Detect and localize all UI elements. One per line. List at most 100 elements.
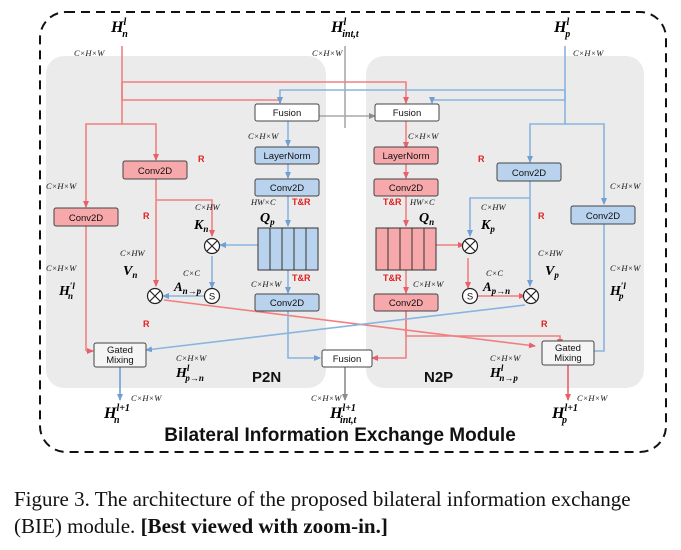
softmax-icon-left (203, 287, 221, 305)
module-frame (39, 11, 667, 453)
p2n-label: P2N (252, 369, 281, 386)
qp-label: Qp (260, 211, 275, 227)
conv2d-box-hn (53, 207, 119, 227)
dim-conv-out-left: C×H×W (251, 279, 282, 289)
conv2d-label-kp: Conv2D (512, 168, 546, 179)
tr-marker-1: T&R (292, 197, 311, 207)
fusion-box-right (374, 103, 440, 122)
gated-label-left-1: Gated (107, 345, 133, 356)
layernorm-label-n: LayerNorm (383, 151, 430, 162)
fusion-box-left (254, 103, 320, 122)
dim-hn-top: C×H×W (74, 48, 105, 58)
conv2d-box-qp (254, 178, 320, 197)
dim-hpn: C×H×W (176, 353, 207, 363)
bie-diagram: Fusion Fusion LayerNorm LayerNorm Conv2D… (39, 11, 667, 453)
gated-mixing-left (93, 342, 147, 368)
dim-right-conv-input: C×H×W (610, 181, 641, 191)
caption-bold: [Best viewed with zoom-in.] (140, 514, 388, 538)
fusion-label-right: Fusion (393, 108, 422, 119)
r-marker-1: R (198, 154, 205, 164)
dim-hint-top: C×H×W (312, 48, 343, 58)
dim-conv-out-right: C×H×W (413, 279, 444, 289)
conv2d-label-hp: Conv2D (586, 211, 620, 222)
conv2d-label-p-out: Conv2D (270, 298, 304, 309)
n2p-label: N2P (424, 369, 453, 386)
dim-left-conv-input: C×H×W (46, 181, 77, 191)
dim-qp: HW×C (250, 197, 276, 207)
softmax-label-right: S (467, 292, 473, 303)
gated-label-left-2: Mixing (106, 355, 133, 366)
gated-mixing-right (541, 340, 595, 366)
dim-hnp: C×H×W (490, 353, 521, 363)
dim-out-n: C×H×W (131, 393, 162, 403)
qp-token-stack (257, 227, 319, 271)
dim-out-p: C×H×W (577, 393, 608, 403)
dim-fusion-right: C×H×W (408, 131, 439, 141)
kp-label: Kp (480, 218, 495, 234)
conv2d-label-hn: Conv2D (69, 213, 103, 224)
dim-kn: C×HW (195, 202, 221, 212)
r-marker-6: R (541, 319, 548, 329)
gated-label-right-1: Gated (555, 343, 581, 354)
dim-kp: C×HW (481, 202, 507, 212)
vp-label: Vp (545, 264, 559, 280)
dim-out-int: C×H×W (311, 393, 342, 403)
kn-label: Kn (193, 218, 208, 234)
conv2d-label-n-out: Conv2D (389, 298, 423, 309)
qn-token-stack (375, 227, 437, 271)
r-marker-4: R (478, 154, 485, 164)
conv2d-label-qp: Conv2D (270, 183, 304, 194)
tr-marker-3: T&R (292, 273, 311, 283)
r-marker-3: R (143, 319, 150, 329)
operators (146, 237, 540, 305)
dim-hp-top: C×H×W (573, 48, 604, 58)
dim-vn: C×HW (120, 248, 146, 258)
dim-cc-left: C×C (183, 268, 200, 278)
softmax-icon-right (461, 287, 479, 305)
figure-caption: Figure 3. The architecture of the propos… (14, 486, 669, 540)
module-title: Bilateral Information Exchange Module (164, 425, 516, 446)
anp-label: An→p (173, 279, 202, 296)
layernorm-box-n (373, 146, 439, 165)
softmax-label-left: S (209, 292, 215, 303)
dim-fusion-left: C×H×W (248, 131, 279, 141)
dim-vp: C×HW (538, 248, 564, 258)
conv2d-box-qn (373, 178, 439, 197)
fusion-label-center: Fusion (333, 354, 362, 365)
dim-hp-prime: C×H×W (610, 263, 641, 273)
apn-label: Ap→n (482, 279, 510, 296)
caption-text: Figure 3. The architecture of the propos… (14, 487, 631, 538)
qn-label: Qn (419, 211, 434, 227)
dim-cc-right: C×C (486, 268, 503, 278)
tr-marker-4: T&R (383, 273, 402, 283)
vn-label: Vn (123, 264, 137, 280)
conv2d-box-p-out (254, 293, 320, 312)
r-marker-2: R (143, 211, 150, 221)
tr-marker-2: T&R (383, 197, 402, 207)
conv2d-box-kp (496, 162, 562, 182)
conv2d-box-n-out (373, 293, 439, 312)
dim-hn-prime: C×H×W (46, 263, 77, 273)
dim-qn: HW×C (409, 197, 435, 207)
layernorm-label-p: LayerNorm (264, 151, 311, 162)
conv2d-label-kn: Conv2D (138, 166, 172, 177)
fusion-box-center (321, 349, 373, 368)
layernorm-box-p (254, 146, 320, 165)
conv2d-box-kn (122, 160, 188, 180)
connectors (83, 46, 607, 401)
fusion-label-left: Fusion (273, 108, 302, 119)
conv2d-label-qn: Conv2D (389, 183, 423, 194)
gated-label-right-2: Mixing (554, 353, 581, 364)
transform-markers: R R R R R R T&R T&R T&R T&R (143, 154, 548, 329)
